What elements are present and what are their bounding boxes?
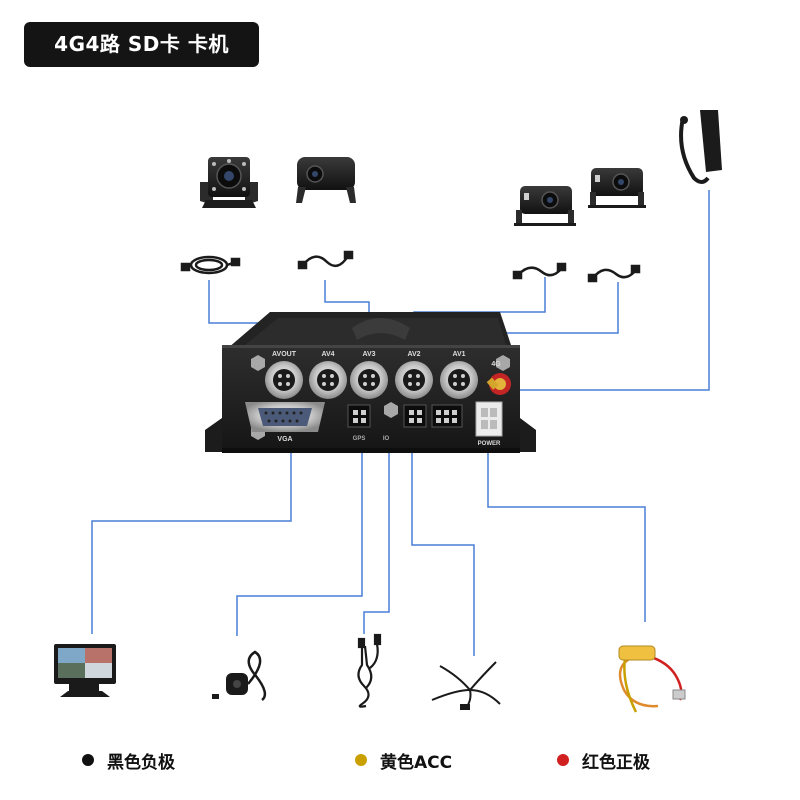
cable-icon — [587, 264, 641, 283]
4g-label: 4G — [491, 361, 501, 368]
wire-power — [487, 443, 646, 622]
screw-icon — [384, 402, 398, 418]
wire-harness-icon — [431, 661, 501, 710]
av2-connector — [395, 361, 433, 399]
av3-label: AV3 — [362, 351, 375, 358]
wire-vga — [91, 437, 292, 634]
av3-connector — [350, 361, 388, 399]
power-label: POWER — [478, 441, 501, 447]
cable-icon — [180, 255, 241, 275]
camera-icon — [588, 168, 646, 208]
4g-antenna-port — [486, 373, 511, 395]
io-label: IO — [383, 436, 390, 442]
gps-port — [347, 404, 371, 428]
black-dot-icon — [82, 754, 94, 766]
camera-icon — [514, 186, 576, 226]
legend-label: 黄色ACC — [380, 752, 453, 773]
av1-label: AV1 — [452, 351, 465, 358]
page-title: 4G4路 SD卡 卡机 — [24, 22, 259, 67]
legend-label: 红色正极 — [582, 752, 650, 773]
legend-item-black: 黑色负极 — [82, 748, 175, 773]
legend-item-red: 红色正极 — [557, 748, 650, 773]
legend-label: 黑色负极 — [107, 752, 175, 773]
yellow-dot-icon — [355, 754, 367, 766]
camera-icon — [200, 157, 258, 208]
monitor-icon — [54, 644, 116, 697]
wire-can — [411, 443, 475, 656]
wire-gps — [236, 443, 363, 636]
red-dot-icon — [557, 754, 569, 766]
av2-label: AV2 — [407, 351, 420, 358]
av1-connector — [440, 361, 478, 399]
wire-io — [363, 443, 390, 634]
av4-label: AV4 — [321, 351, 334, 358]
antenna-icon — [679, 110, 722, 184]
vga-label: VGA — [277, 436, 292, 443]
screw-icon — [496, 355, 510, 371]
power-cable-icon — [618, 645, 686, 713]
can-port — [431, 404, 463, 428]
io-port — [403, 404, 427, 428]
gps-antenna-icon — [212, 650, 267, 701]
io-cable-icon — [357, 633, 382, 708]
cable-icon — [297, 250, 354, 270]
power-port — [475, 401, 503, 437]
avout-connector — [265, 361, 303, 399]
av4-connector — [309, 361, 347, 399]
dvr-unit: AVOUT AV4 AV3 AV2 AV1 4G VGA GPS IO POWE… — [205, 312, 536, 453]
camera-icon — [296, 157, 356, 203]
screw-icon — [251, 355, 265, 371]
vga-port — [245, 402, 325, 432]
avout-label: AVOUT — [272, 351, 297, 358]
gps-label: GPS — [353, 436, 366, 442]
wire-4g — [515, 190, 710, 391]
legend-item-yellow: 黄色ACC — [355, 748, 453, 773]
cable-icon — [512, 262, 567, 280]
